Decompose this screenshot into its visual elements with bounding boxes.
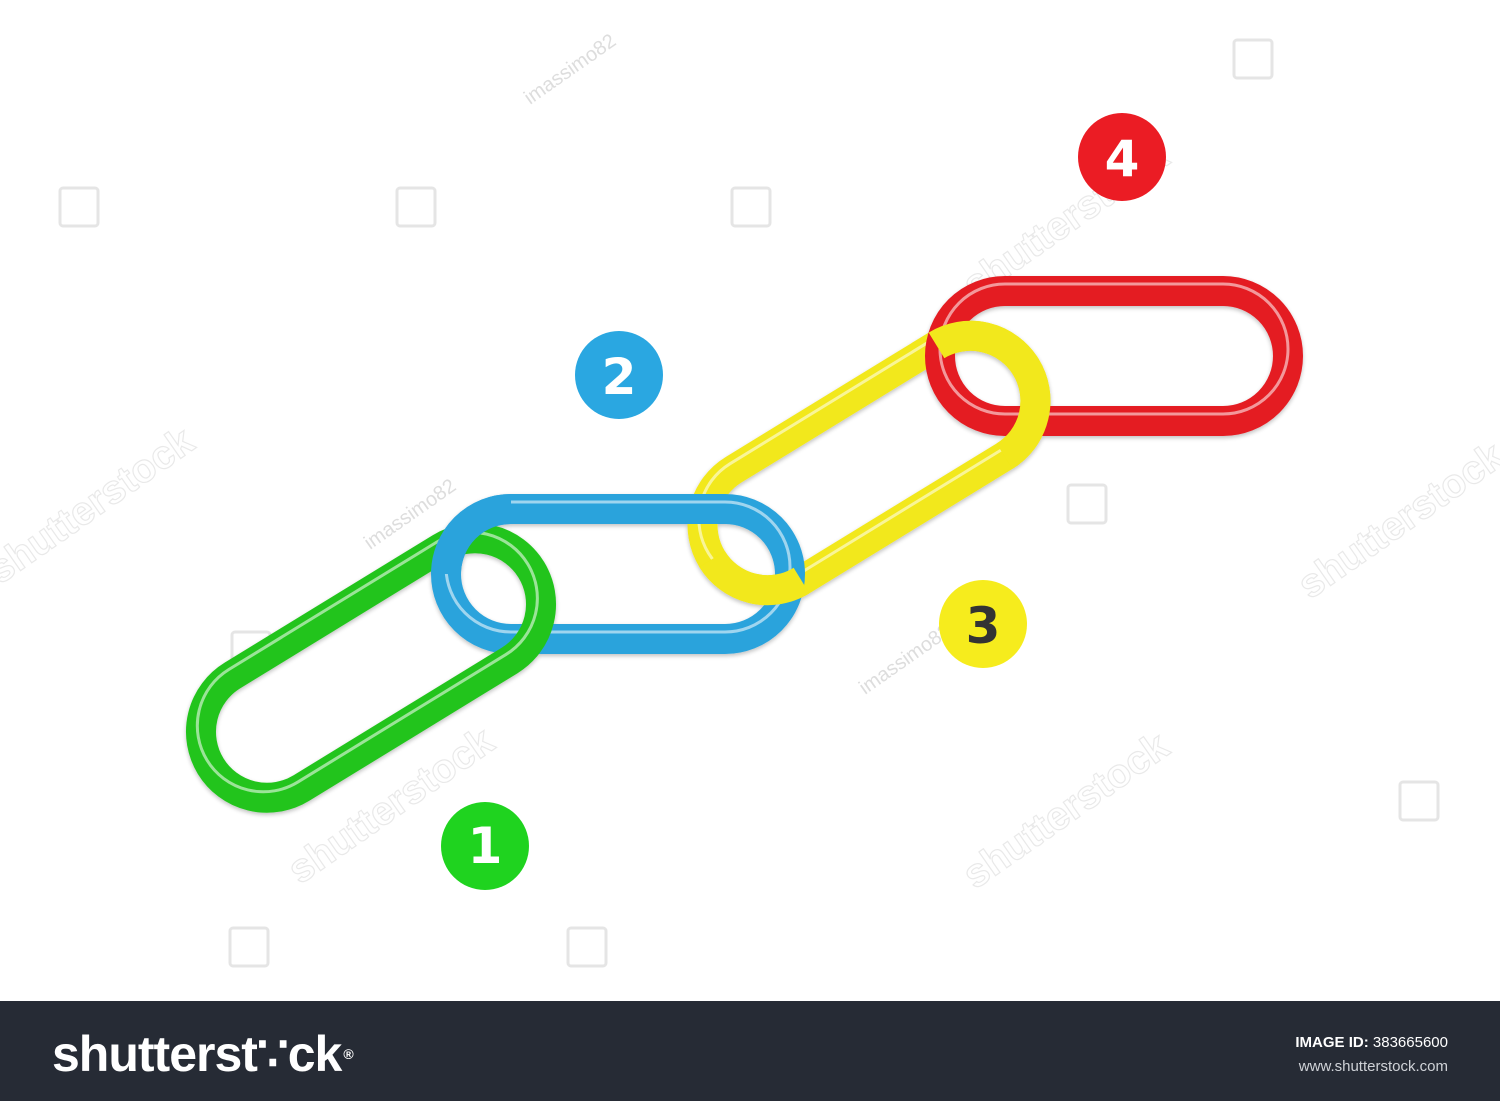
chain-link-green [185,523,557,813]
chain-link-blue-overlap [431,494,512,575]
chain-link-yellow-overlap [928,320,1051,470]
step-badge-1: 1 [441,802,529,890]
watermark-square-icon [1232,38,1274,80]
step-badge-2: 2 [575,331,663,419]
watermark-author-1: imassimo82 [520,30,620,109]
watermark-layer: shutterstock shutterstock shutterstock s… [0,30,1500,968]
chain-canvas: shutterstock shutterstock shutterstock s… [0,30,1500,968]
chain-links [185,276,1303,813]
stock-footer: shutterst∵ck® IMAGE ID: 383665600 www.sh… [0,1001,1500,1101]
image-id-label: IMAGE ID: [1295,1034,1369,1051]
watermark-brand-1: shutterstock [0,418,202,592]
watermark-brand-4: shutterstock [955,723,1177,897]
logo-text: shutterst∵ck [52,1026,342,1082]
watermark-square-icon [395,186,437,228]
step-number-2: 2 [602,348,637,406]
watermark-square-icon [1066,483,1108,525]
chain-link-yellow-over-blue [699,550,810,606]
watermark-squares [58,38,1440,968]
registered-mark: ® [343,1046,353,1062]
watermark-square-icon [228,926,270,968]
watermark-brand-5: shutterstock [1290,433,1500,607]
watermark-square-icon [566,926,608,968]
shutterstock-logo: shutterst∵ck® [52,1021,354,1087]
step-number-4: 4 [1105,130,1140,188]
step-badge-4: 4 [1078,113,1166,201]
image-id-block: IMAGE ID: 383665600 www.shutterstock.com [1295,1031,1448,1079]
watermark-square-icon [730,186,772,228]
watermark-square-icon [1398,780,1440,822]
step-badge-3: 3 [939,580,1027,668]
site-url: www.shutterstock.com [1298,1058,1448,1075]
step-number-3: 3 [966,597,1001,655]
step-number-1: 1 [468,817,503,875]
watermark-square-icon [58,186,100,228]
image-id-value: 383665600 [1372,1034,1448,1051]
